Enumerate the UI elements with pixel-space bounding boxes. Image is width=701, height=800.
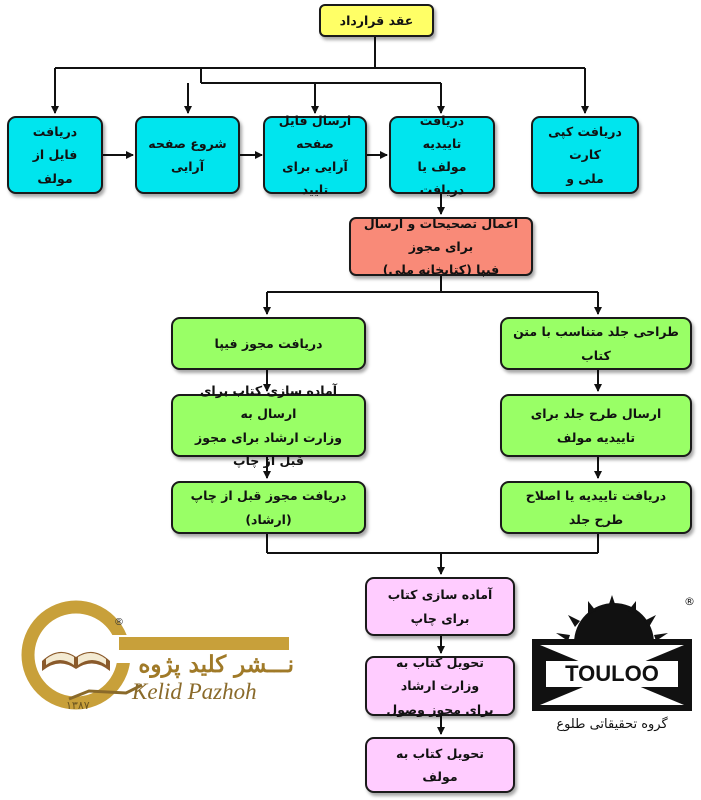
node-receive-preprint-permit: دریافت مجوز قبل از چاپ (ارشاد) xyxy=(171,481,366,534)
node-send-layout-file: ارسال فایل صفحه آرایی برای تایید xyxy=(263,113,367,197)
node-contract: عقد قرارداد xyxy=(319,4,434,37)
node-corrections-fipa: اعمال تصحیحات و ارسال برای مجوز فیپا (کت… xyxy=(349,216,533,277)
node-start-layout: شروع صفحه آرایی xyxy=(135,116,240,194)
node-receive-id-copy: دریافت کپی کارت ملی و xyxy=(531,116,639,194)
node-deliver-to-ministry: تحویل کتاب به وزارت ارشاد برای مجوز وصول xyxy=(365,655,515,717)
kelid-persian-name: نـــشر کلید پژوه xyxy=(138,651,294,678)
touloo-logo-mark xyxy=(532,595,692,711)
node-deliver-to-author: تحویل کتاب به مولف xyxy=(365,737,515,793)
node-prepare-for-print: آماده سازی کتاب برای چاپ xyxy=(365,577,515,636)
node-receive-author-file: دریافت فایل از مولف xyxy=(7,116,103,194)
kelid-logo-mark xyxy=(21,600,289,710)
kelid-year: ۱۳۸۷ xyxy=(66,699,90,712)
node-prepare-for-ministry: آماده سازی کتاب برای ارسال به وزارت ارشا… xyxy=(171,383,366,468)
touloo-logo: TOULOO ® گروه تحقیقاتی طلوع xyxy=(532,593,697,743)
sun-icon xyxy=(556,595,668,643)
node-send-cover-design: ارسال طرح جلد برای تاییدیه مولف xyxy=(500,394,692,457)
node-receive-fipa: دریافت مجوز فیپا xyxy=(171,317,366,370)
book-icon xyxy=(42,651,110,671)
kelid-registered-mark: ® xyxy=(114,617,124,628)
kelid-pazhoh-logo: ® نـــشر کلید پژوه Kelid Pazhoh ۱۳۸۷ xyxy=(14,595,294,725)
kelid-latin-name: Kelid Pazhoh xyxy=(132,679,257,704)
touloo-registered-mark: ® xyxy=(684,595,695,608)
touloo-brand: TOULOO xyxy=(565,661,659,686)
node-receive-approval: دریافت تاییدیه مولف یا دریافت xyxy=(389,113,495,197)
node-receive-cover-approval: دریافت تاییدیه یا اصلاح طرح جلد xyxy=(500,481,692,534)
touloo-caption: گروه تحقیقاتی طلوع xyxy=(556,717,668,732)
node-design-cover: طراحی جلد متناسب با متن کتاب xyxy=(500,317,692,370)
